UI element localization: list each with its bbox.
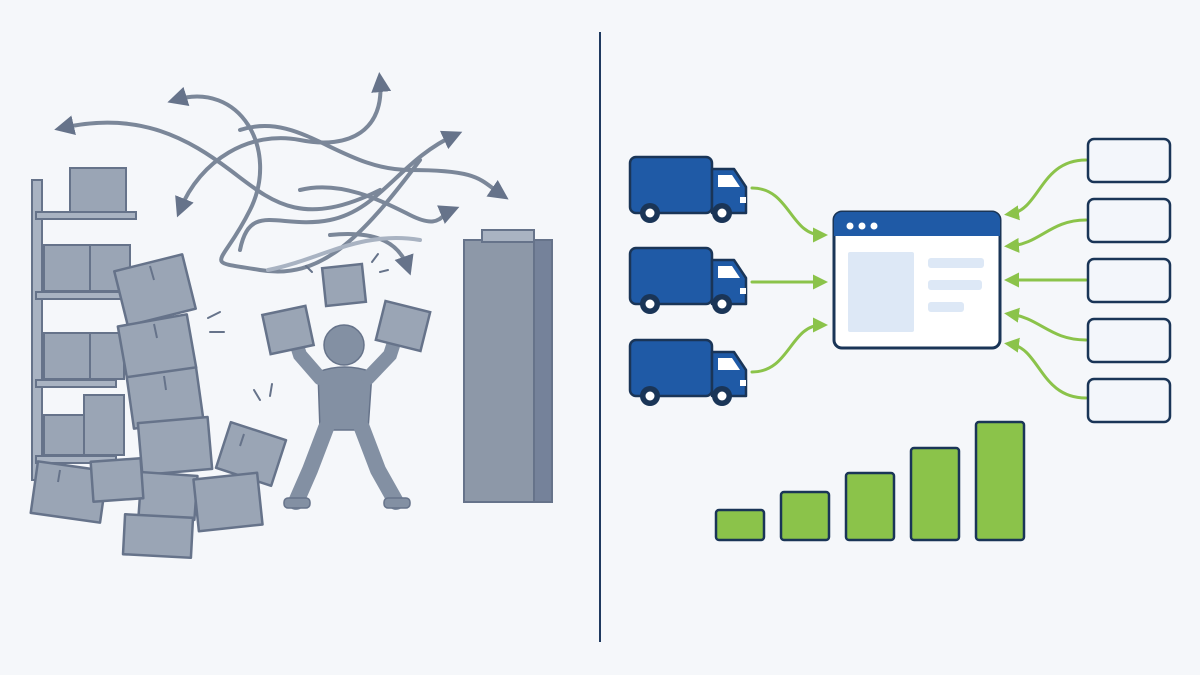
bar-2 <box>779 490 831 542</box>
bar-1 <box>714 508 766 542</box>
stressed-person-icon <box>207 253 432 510</box>
card-connectors <box>1004 158 1088 400</box>
storage-pillar-icon <box>463 229 553 503</box>
connector-card-1 <box>1004 158 1088 221</box>
organized-flow-scene <box>628 137 1172 542</box>
input-data-cards <box>1086 137 1172 424</box>
bar-5 <box>974 420 1026 542</box>
delivery-trucks <box>628 155 748 406</box>
data-card-icon <box>1086 257 1172 304</box>
bar-3 <box>844 471 896 542</box>
connector-truck-1 <box>750 186 828 243</box>
data-card-icon <box>1086 377 1172 424</box>
delivery-truck-icon <box>628 155 748 223</box>
bar-4 <box>909 446 961 542</box>
connector-card-5 <box>1004 337 1088 400</box>
delivery-truck-icon <box>628 338 748 406</box>
truck-connectors <box>750 186 828 374</box>
shelving-rack-icon <box>31 167 137 481</box>
data-card-icon <box>1086 317 1172 364</box>
dashboard-window-icon <box>832 210 1002 350</box>
chaotic-warehouse-scene <box>29 72 553 560</box>
connector-card-4 <box>1004 307 1088 342</box>
connector-truck-3 <box>750 317 828 374</box>
bar-chart-icon <box>714 420 1026 542</box>
delivery-truck-icon <box>628 246 748 314</box>
data-card-icon <box>1086 137 1172 184</box>
tangled-arrows-icon <box>54 72 509 276</box>
data-card-icon <box>1086 197 1172 244</box>
stacked-boxes-icon <box>29 253 288 560</box>
connector-card-2 <box>1004 218 1088 253</box>
